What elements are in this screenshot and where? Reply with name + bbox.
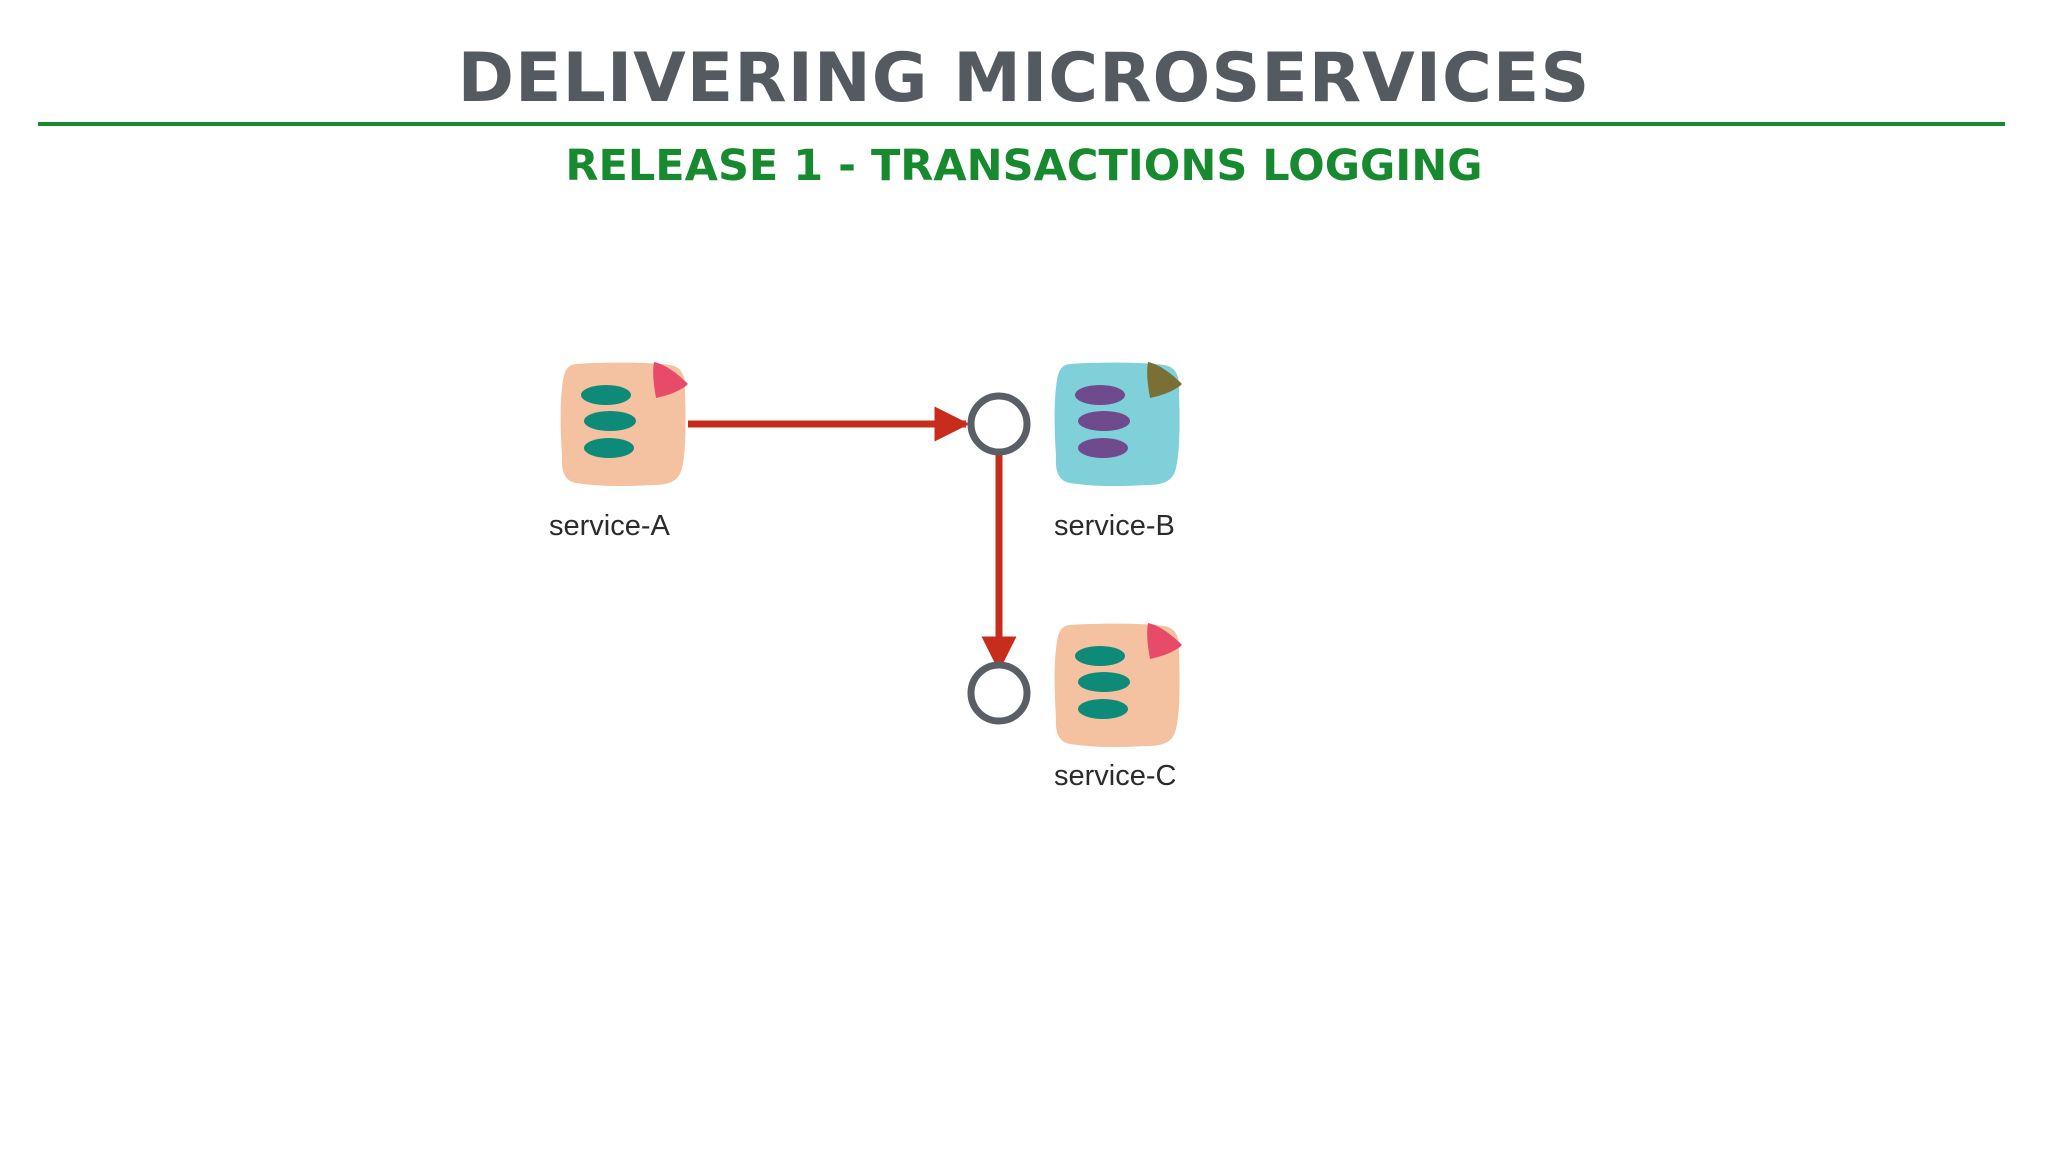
page-title: DELIVERING MICROSERVICES bbox=[457, 39, 1591, 118]
service-c-label: service-C bbox=[1054, 760, 1177, 792]
service-b-label: service-B bbox=[1054, 510, 1175, 542]
service-a-icon bbox=[560, 362, 688, 487]
service-a-label: service-A bbox=[549, 510, 670, 542]
page-subtitle: RELEASE 1 - TRANSACTIONS LOGGING bbox=[565, 141, 1483, 191]
endpoint-node-b bbox=[967, 392, 1031, 456]
title-divider bbox=[38, 122, 2005, 126]
endpoint-node-c bbox=[967, 661, 1031, 725]
service-b-icon bbox=[1054, 362, 1182, 487]
service-c-icon bbox=[1054, 623, 1182, 748]
